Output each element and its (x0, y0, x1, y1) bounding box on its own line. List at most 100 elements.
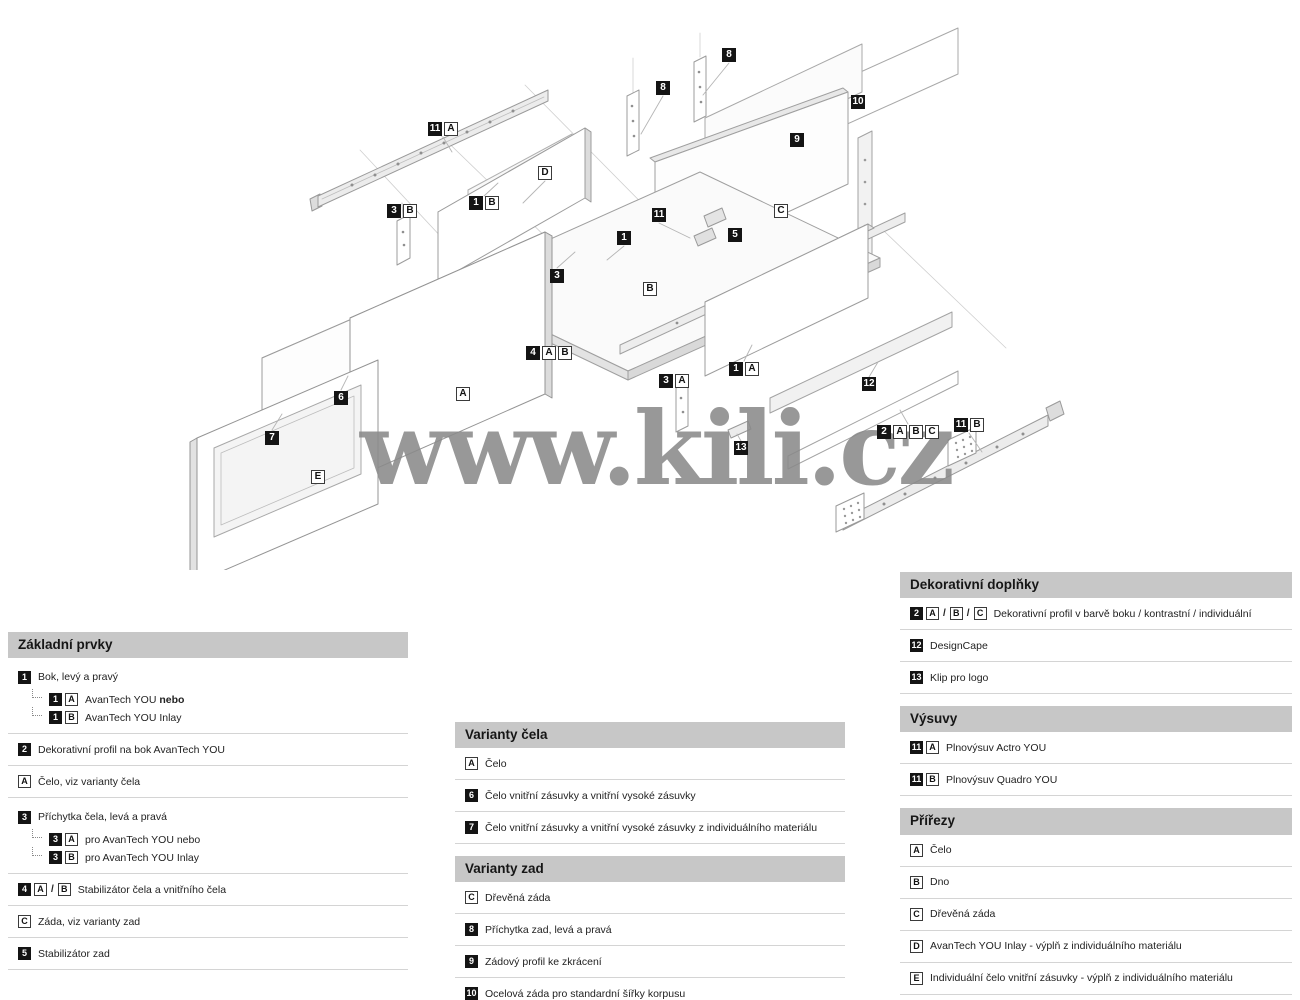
tree-connector (32, 689, 42, 699)
badge-a: A (456, 387, 470, 401)
legend-row-label: pro AvanTech YOU nebo (85, 833, 201, 846)
row-badges: 5 (18, 947, 31, 961)
badge-8: 8 (722, 48, 736, 62)
legend-row-label: Individuální čelo vnitřní zásuvky - výpl… (930, 972, 1233, 985)
badge-13: 13 (910, 671, 923, 685)
legend-row: A Čelo, viz varianty čela (8, 766, 408, 799)
diagram-callout: 13 (734, 441, 748, 455)
legend-row-label: pro AvanTech YOU Inlay (85, 851, 200, 864)
row-badges: 1 (18, 670, 31, 684)
legend-row-label: Dekorativní profil na bok AvanTech YOU (38, 743, 225, 756)
row-badges: C (465, 891, 478, 905)
badge-b: B (949, 607, 963, 621)
badge-c: C (925, 425, 939, 439)
diagram-callout: 1 (617, 231, 631, 245)
row-badges: A (910, 843, 923, 857)
badge-a: A (444, 122, 458, 136)
badge-3: 3 (550, 269, 564, 283)
diagram-callout: 3 (550, 269, 564, 283)
diagram-callout: C (774, 204, 788, 218)
legend-row-label: Záda, viz varianty zad (38, 915, 141, 928)
section-header-zakladni-prvky: Základní prvky (8, 632, 408, 659)
diagram-callout: 8 (656, 81, 670, 95)
legend-row-label: Příchytka čela, levá a pravá (38, 811, 167, 824)
badge-3: 3 (659, 374, 673, 388)
decor-profiles (769, 311, 959, 470)
badge-6: 6 (334, 391, 348, 405)
framed-front-panel (189, 359, 379, 570)
badge-9: 9 (465, 955, 478, 969)
badge-a: A (542, 346, 556, 360)
badge-2: 2 (877, 425, 891, 439)
back-clips (626, 55, 707, 157)
badge-11: 11 (652, 208, 666, 222)
section-header-varianty-cela: Varianty čela (455, 722, 845, 749)
diagram-callout: 5 (728, 228, 742, 242)
diagram-callout: 10 (851, 95, 865, 109)
watermark: www.kili.cz (360, 389, 955, 508)
badge-7: 7 (265, 431, 279, 445)
badge-3: 3 (387, 204, 401, 218)
diagram-callout: D (538, 166, 552, 180)
drawer-side-panel-right (675, 223, 875, 433)
diagram-callout: 8 (722, 48, 736, 62)
row-badges: A (18, 775, 31, 789)
badge-1: 1 (49, 711, 62, 725)
row-badges: A (465, 757, 478, 771)
badge-a: A (34, 883, 47, 897)
badge-a: A (910, 843, 923, 857)
badge-3: 3 (49, 833, 62, 847)
row-badges: C (910, 907, 923, 921)
badge-11: 11 (428, 122, 442, 136)
row-badges: C (18, 915, 31, 929)
row-badges: 6 (465, 789, 478, 803)
badge-a: A (745, 362, 759, 376)
section-header-prirezy: Přířezy (900, 808, 1292, 835)
legend-row: 3 Příchytka čela, levá a pravá (8, 798, 408, 830)
diagram-callout: A (456, 387, 470, 401)
row-badges: B (910, 875, 923, 889)
tree-connector (32, 829, 42, 839)
section-header-varianty-zad: Varianty zad (455, 856, 845, 883)
row-badges: 8 (465, 923, 478, 937)
badge-4: 4 (526, 346, 540, 360)
row-badges: 10 (465, 987, 478, 1000)
badge-8: 8 (656, 81, 670, 95)
badge-3: 3 (18, 810, 31, 824)
badge-4: 4 (18, 883, 31, 897)
legend-row-label: Čelo, viz varianty čela (38, 775, 141, 788)
badge-b: B (909, 425, 923, 439)
badge-12: 12 (910, 639, 923, 653)
badge-a: A (675, 374, 689, 388)
